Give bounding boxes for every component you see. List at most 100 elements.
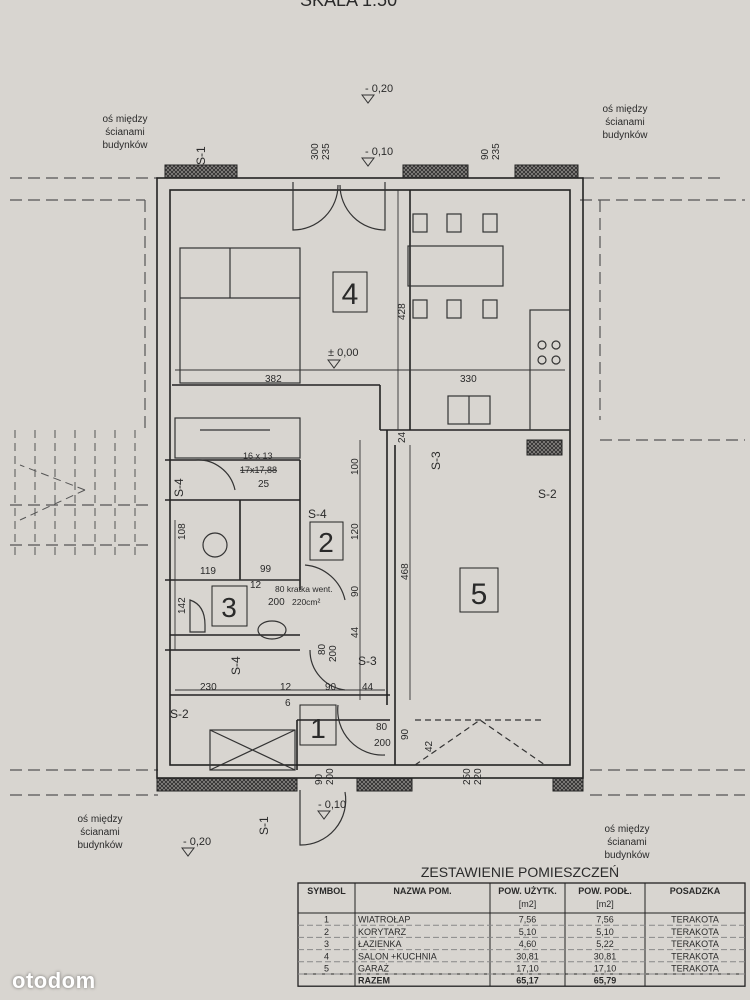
svg-text:12: 12 xyxy=(280,682,292,693)
svg-text:6: 6 xyxy=(285,698,291,709)
svg-text:44: 44 xyxy=(350,626,361,638)
table-cell: TERAKOTA xyxy=(671,915,719,925)
svg-text:120: 120 xyxy=(350,523,361,540)
neighbour-building-outline xyxy=(10,177,745,796)
table-cell: POW. UŻYTK. xyxy=(498,886,557,896)
svg-text:200: 200 xyxy=(325,768,336,785)
table-cell: 1 xyxy=(324,915,329,925)
svg-text:S-4: S-4 xyxy=(308,507,327,521)
svg-text:oś między: oś między xyxy=(604,824,649,835)
table-cell: 30,81 xyxy=(516,951,539,961)
svg-text:ścianami: ścianami xyxy=(105,127,144,138)
table-cell: 3 xyxy=(324,939,329,949)
svg-text:44: 44 xyxy=(362,682,374,693)
svg-text:12: 12 xyxy=(250,580,262,591)
svg-text:oś między: oś między xyxy=(102,114,147,125)
svg-text:S-2: S-2 xyxy=(170,707,189,721)
svg-text:± 0,00: ± 0,00 xyxy=(328,347,359,359)
table-cell: TERAKOTA xyxy=(671,951,719,961)
svg-text:428: 428 xyxy=(397,303,408,320)
dimension-lines xyxy=(174,190,565,700)
svg-text:- 0,10: - 0,10 xyxy=(318,799,346,811)
table-cell: 7,56 xyxy=(596,915,614,925)
table-cell: 5,10 xyxy=(596,927,614,937)
svg-text:42: 42 xyxy=(424,740,435,752)
svg-text:200: 200 xyxy=(374,738,391,749)
table-cell: TERAKOTA xyxy=(671,939,719,949)
terrace-door xyxy=(292,182,386,231)
table-cell: WIATROŁAP xyxy=(358,915,410,925)
svg-text:24: 24 xyxy=(397,431,408,443)
table-cell: 5 xyxy=(324,964,329,974)
svg-text:80: 80 xyxy=(376,722,388,733)
table-cell: NAZWA POM. xyxy=(393,886,451,896)
table-cell: GARAŻ xyxy=(358,964,390,974)
svg-text:99: 99 xyxy=(260,564,272,575)
shower xyxy=(202,532,228,558)
table-cell: POSADZKA xyxy=(670,886,721,896)
svg-text:- 0,20: - 0,20 xyxy=(365,83,393,95)
svg-text:200: 200 xyxy=(268,597,285,608)
table-cell: SALON +KUCHNIA xyxy=(358,951,437,961)
svg-text:budynków: budynków xyxy=(604,850,650,861)
stair-count-old: 16 x 13 xyxy=(243,451,273,461)
svg-text:ścianami: ścianami xyxy=(607,837,646,848)
svg-text:- 0,20: - 0,20 xyxy=(183,836,211,848)
svg-text:S-2: S-2 xyxy=(538,487,557,501)
svg-text:142: 142 xyxy=(177,597,188,614)
svg-text:220: 220 xyxy=(473,768,484,785)
table-cell: [m2] xyxy=(519,899,537,909)
svg-text:330: 330 xyxy=(460,374,477,385)
table-cell: 4 xyxy=(324,951,329,961)
svg-text:90: 90 xyxy=(314,773,325,785)
table-cell: RAZEM xyxy=(358,976,390,986)
svg-text:235: 235 xyxy=(491,143,502,160)
axis-notes: oś między ścianami budynków oś między śc… xyxy=(77,104,650,861)
stair-count: 17x17,88 xyxy=(240,465,277,475)
table-cell: 4,60 xyxy=(519,939,537,949)
table-cell: POW. PODŁ. xyxy=(578,886,632,896)
room-5-number: 5 xyxy=(471,578,488,611)
table-cell: 65,79 xyxy=(594,976,617,986)
table-cell: 5,10 xyxy=(519,927,537,937)
table-cell: 17,10 xyxy=(516,964,539,974)
svg-text:382: 382 xyxy=(265,374,282,385)
table-cell: SYMBOL xyxy=(307,886,346,896)
table-cell: TERAKOTA xyxy=(671,964,719,974)
room-3-number: 3 xyxy=(221,592,237,623)
table-cell: ŁAZIENKA xyxy=(358,939,402,949)
svg-text:235: 235 xyxy=(321,143,332,160)
level-marks: - 0,20 - 0,10 ± 0,00 - 0,10 - 0,20 xyxy=(181,83,393,857)
svg-text:S-3: S-3 xyxy=(358,654,377,668)
svg-text:250: 250 xyxy=(462,768,473,785)
table-cell: 17,10 xyxy=(594,964,617,974)
svg-text:25: 25 xyxy=(258,479,270,490)
svg-text:budynków: budynków xyxy=(602,130,648,141)
svg-text:ścianami: ścianami xyxy=(605,117,644,128)
room-schedule-table: SYMBOL NAZWA POM. POW. UŻYTK. POW. PODŁ. POS… xyxy=(297,882,746,987)
room-2-number: 2 xyxy=(318,527,334,558)
table-title: ZESTAWIENIE POMIESZCZEŃ xyxy=(421,864,619,880)
svg-text:119: 119 xyxy=(200,566,216,577)
svg-text:budynków: budynków xyxy=(102,140,148,151)
table-cell: 2 xyxy=(324,927,329,937)
table-cell: 65,17 xyxy=(516,976,539,986)
neighbour-stairs xyxy=(14,430,136,560)
svg-text:108: 108 xyxy=(177,523,188,540)
svg-text:80: 80 xyxy=(317,643,328,655)
table-cell: 7,56 xyxy=(519,915,537,925)
otodom-watermark: otodom xyxy=(12,968,96,993)
washbasin xyxy=(257,620,287,640)
sofa xyxy=(179,247,301,384)
wall-tags: S-1 S-1 S-2 S-2 S-3 S-3 S-4 S-4 S-4 xyxy=(170,146,557,835)
entry-door xyxy=(299,790,347,846)
svg-text:90: 90 xyxy=(480,148,491,160)
table-cell: 5,22 xyxy=(596,939,614,949)
room-1-number: 1 xyxy=(310,713,326,744)
svg-text:468: 468 xyxy=(400,563,411,580)
exterior-walls xyxy=(156,164,584,792)
svg-text:S-4: S-4 xyxy=(172,478,186,497)
svg-text:ścianami: ścianami xyxy=(80,827,119,838)
svg-text:300: 300 xyxy=(310,143,321,160)
